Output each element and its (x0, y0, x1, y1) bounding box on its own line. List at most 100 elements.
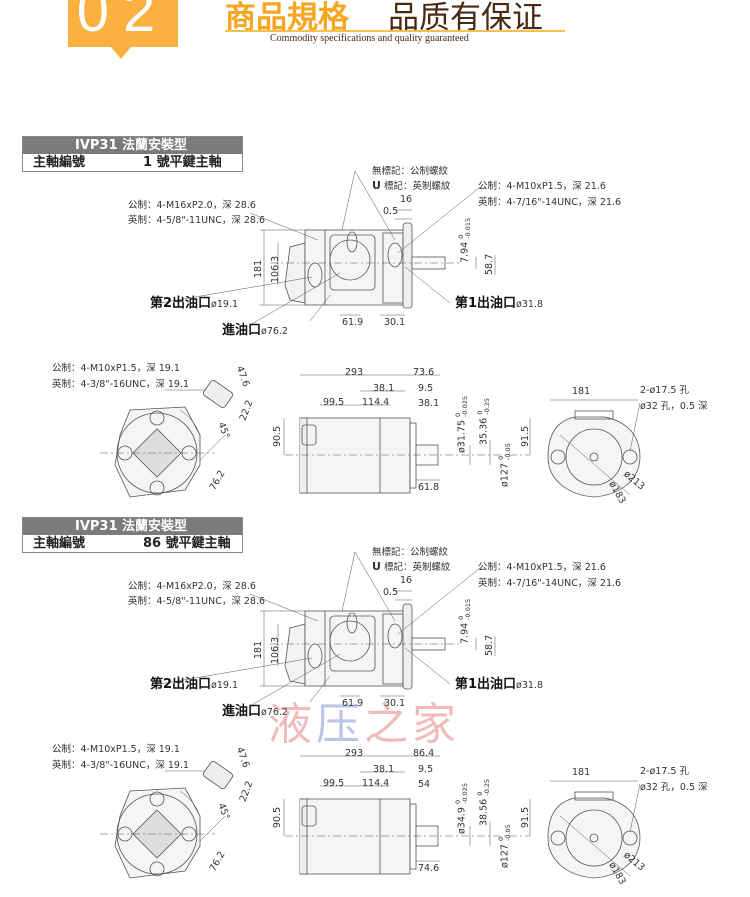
shaft-row: 主軸編號 86 號平鍵主軸 (23, 535, 242, 552)
outlet-1-size: ø31.8 (516, 680, 544, 691)
pump-top-view (159, 170, 496, 326)
inlet-size: ø76.2 (261, 326, 288, 337)
header-badge: 02 (68, 0, 178, 59)
mount-holes: 2-ø17.5 孔 (640, 385, 689, 396)
technical-drawing (100, 170, 641, 498)
tol-lower: -0.25 (483, 397, 491, 415)
dim-181: 181 (253, 259, 264, 278)
outlet-1-size: ø31.8 (516, 299, 544, 310)
outlet-1-label: 第1出油口 (455, 677, 517, 692)
inlet-size: ø76.2 (261, 707, 288, 718)
tol-lower: -0.025 (461, 395, 469, 417)
pilot-diameter-value: ø127 (499, 463, 511, 487)
dim-7-94: 7.94 0-0.015 (457, 217, 472, 263)
outlet-1-label: 第1出油口 (455, 296, 517, 311)
dim-7-94-value: 7.94 (459, 622, 471, 644)
dim-30-1: 30.1 (384, 698, 406, 709)
shaft-diameter-value: ø31.75 (456, 419, 468, 453)
end-dim-181: 181 (572, 386, 591, 397)
dim-106-3: 106.3 (270, 636, 281, 664)
spec-section: IVP31 法蘭安裝型 主軸編號 1 號平鍵主軸 (0, 135, 750, 516)
mount-holes: 2-ø17.5 孔 (640, 766, 689, 777)
shaft-label: 主軸編號 (33, 155, 86, 170)
shaft-diameter: ø31.75 0-0.025 (454, 395, 469, 453)
dim-90-5: 90.5 (272, 425, 283, 447)
header-english: Commodity specifications and quality gua… (270, 33, 469, 44)
dim-overhang: 86.4 (413, 748, 435, 759)
dim-7-94-tol: 0-0.015 (457, 598, 472, 620)
tol-lower: -0.05 (504, 824, 512, 842)
rear-port-imperial: 英制：4-7/16"-14UNC，深 21.6 (478, 197, 622, 208)
dim-58-7: 58.7 (484, 253, 495, 275)
key-height-tol: 0-0.25 (476, 397, 491, 415)
front-port-imperial: 英制：4-3/8"-16UNC，深 19.1 (52, 379, 190, 390)
u-mark: U (372, 560, 381, 573)
watermark-logo: 液压之家 (268, 699, 460, 750)
dim-9-5: 9.5 (418, 764, 434, 775)
dim-16: 16 (400, 194, 413, 205)
pump-side-view (283, 374, 531, 494)
model-title-box: IVP31 法蘭安裝型 主軸編號 86 號平鍵主軸 (22, 517, 243, 553)
header-divider (225, 30, 565, 32)
inlet-label: 進油口 (222, 704, 262, 719)
key-height-value: 35.36 (478, 417, 490, 445)
u-mark: U (372, 179, 381, 192)
dim-9-5: 9.5 (418, 383, 434, 394)
dim-key-length: 54 (418, 779, 431, 790)
main-port-metric: 公制：4-M16xP2.0，深 28.6 (128, 200, 256, 211)
outlet-2-label: 第2出油口 (150, 677, 212, 692)
shaft-value: 1 號平鍵主軸 (143, 155, 222, 170)
rear-port-metric: 公制：4-M10xP1.5，深 21.6 (478, 562, 606, 573)
dim-114-4: 114.4 (362, 778, 390, 789)
end-dim-181: 181 (572, 767, 591, 778)
tol-lower: -0.015 (464, 598, 472, 620)
dim-0-5: 0.5 (383, 587, 399, 598)
shaft-diameter-tol: 0-0.025 (454, 395, 469, 417)
outlet-2-label: 第2出油口 (150, 296, 212, 311)
note-no-mark: 無標記：公制螺紋 (372, 166, 449, 177)
outlet-2-size: ø19.1 (211, 299, 239, 310)
key-height: 38.56 0-0.25 (476, 778, 491, 826)
dim-shaft-length: 61.8 (418, 482, 440, 493)
shaft-row: 主軸編號 1 號平鍵主軸 (23, 154, 242, 171)
pump-end-view (547, 399, 641, 498)
note-u-mark: 標記：英制螺紋 (383, 181, 451, 192)
pilot-diameter: ø127 0-0.05 (497, 824, 512, 868)
dim-7-94-tol: 0-0.015 (457, 217, 472, 239)
shaft-diameter-value: ø34.9 (456, 807, 468, 834)
shaft-label: 主軸編號 (33, 536, 86, 551)
front-port-metric: 公制：4-M10xP1.5，深 19.1 (52, 363, 180, 374)
key-height: 35.36 0-0.25 (476, 397, 491, 445)
dim-61-9: 61.9 (342, 698, 364, 709)
dim-293: 293 (345, 748, 364, 759)
pump-front-view (100, 379, 234, 498)
counterbore: ø32 孔，0.5 深 (640, 401, 708, 412)
dim-shaft-length: 74.6 (418, 863, 440, 874)
tol-lower: -0.05 (504, 443, 512, 461)
dim-38-1: 38.1 (373, 383, 395, 394)
dim-91-5: 91.5 (520, 425, 531, 447)
tol-lower: -0.25 (483, 778, 491, 796)
main-port-imperial: 英制：4-5/8"-11UNC，深 28.6 (128, 215, 266, 226)
dim-7-94: 7.94 0-0.015 (457, 598, 472, 644)
dim-38-1: 38.1 (373, 764, 395, 775)
rear-port-imperial: 英制：4-7/16"-14UNC，深 21.6 (478, 578, 622, 589)
dim-0-5: 0.5 (383, 206, 399, 217)
shaft-value: 86 號平鍵主軸 (143, 536, 231, 551)
tol-lower: -0.015 (464, 217, 472, 239)
pilot-diameter-tol: 0-0.05 (497, 443, 512, 461)
dim-181: 181 (253, 640, 264, 659)
dim-106-3: 106.3 (270, 255, 281, 283)
dim-58-7: 58.7 (484, 634, 495, 656)
pilot-diameter-value: ø127 (499, 844, 511, 868)
main-port-imperial: 英制：4-5/8"-11UNC，深 28.6 (128, 596, 266, 607)
model-title: IVP31 法蘭安裝型 (23, 137, 242, 154)
main-port-metric: 公制：4-M16xP2.0，深 28.6 (128, 581, 256, 592)
dim-99-5: 99.5 (323, 778, 345, 789)
key-height-tol: 0-0.25 (476, 778, 491, 796)
outlet-2-size: ø19.1 (211, 680, 239, 691)
rear-port-metric: 公制：4-M10xP1.5，深 21.6 (478, 181, 606, 192)
dim-114-4: 114.4 (362, 397, 390, 408)
pump-side-view (283, 755, 531, 875)
note-no-mark: 無標記：公制螺紋 (372, 547, 449, 558)
